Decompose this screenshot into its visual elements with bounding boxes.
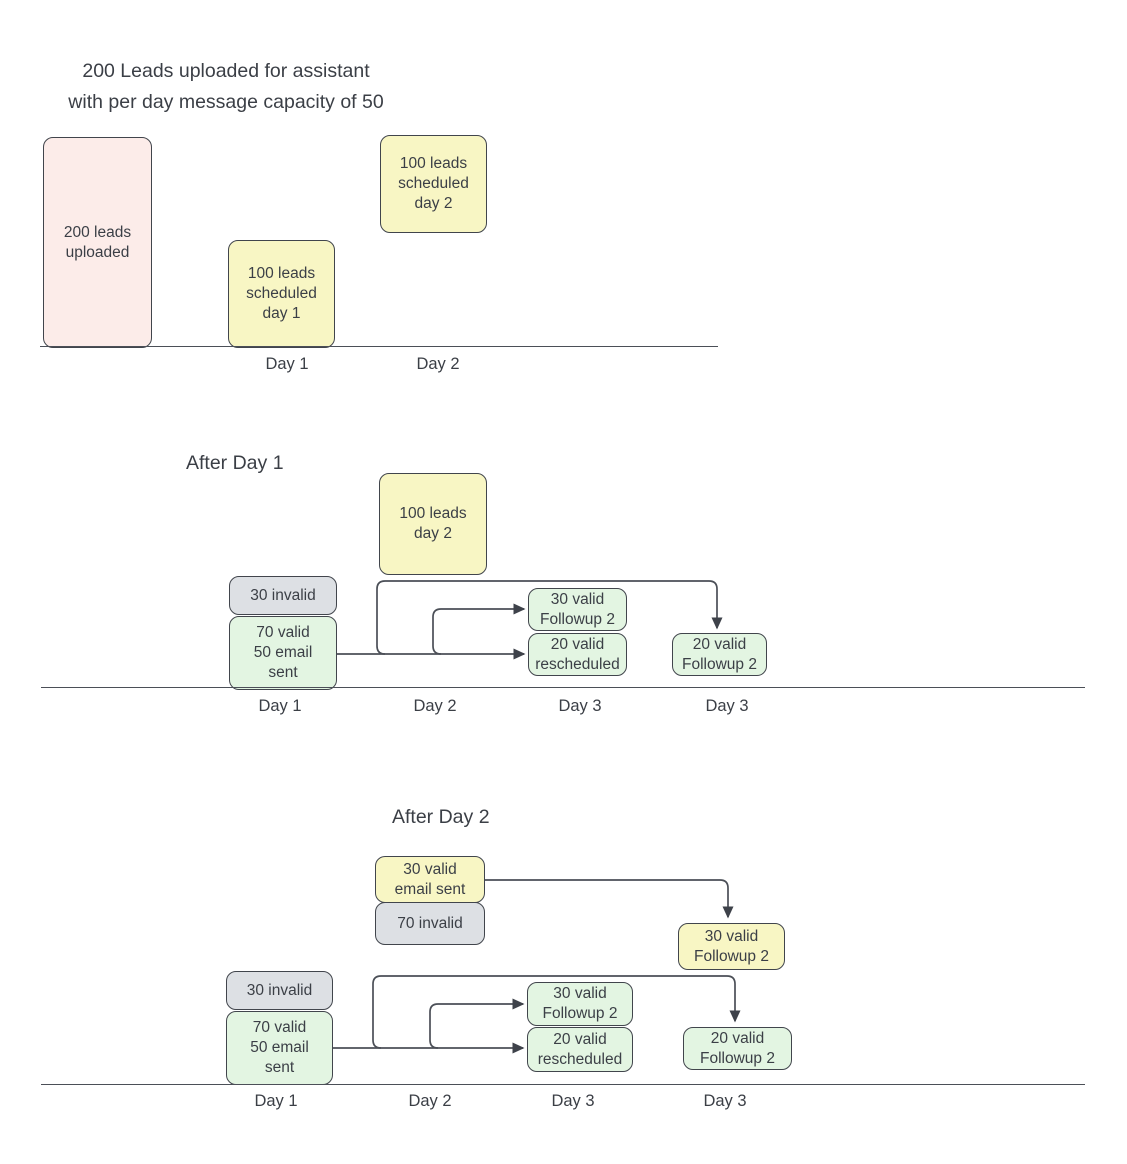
timeline-after-day2 (41, 1084, 1085, 1085)
after-day-2-title: After Day 2 (392, 806, 490, 828)
box-20-valid-rescheduled-day1: 20 valid rescheduled (528, 633, 627, 676)
box-20-valid-followup2-day1: 20 valid Followup 2 (672, 633, 767, 676)
axis-label-day2: Day 2 (408, 1092, 452, 1110)
axis-label-day3: Day 3 (551, 1092, 595, 1110)
box-70-invalid-day2: 70 invalid (375, 902, 485, 945)
box-20-valid-followup2-day2: 20 valid Followup 2 (683, 1027, 792, 1070)
box-30-valid-followup2-day1: 30 valid Followup 2 (528, 588, 627, 631)
box-100-leads-day2: 100 leads day 2 (379, 473, 487, 575)
axis-label-day1: Day 1 (258, 697, 302, 715)
axis-label-day1: Day 1 (254, 1092, 298, 1110)
box-30-invalid-day1: 30 invalid (229, 576, 337, 615)
timeline-upload (40, 346, 718, 347)
box-100-leads-scheduled-day2: 100 leads scheduled day 2 (380, 135, 487, 233)
after-day-1-title: After Day 1 (186, 452, 284, 474)
box-70-valid-50-sent-day2: 70 valid 50 email sent (226, 1011, 333, 1085)
axis-label-day3: Day 3 (558, 697, 602, 715)
axis-label-day2: Day 2 (413, 697, 457, 715)
box-30-invalid-day2: 30 invalid (226, 971, 333, 1010)
box-20-valid-rescheduled-day2: 20 valid rescheduled (527, 1027, 633, 1072)
box-100-leads-scheduled-day1: 100 leads scheduled day 1 (228, 240, 335, 348)
arrow-emailsent30-to-followup30-day2 (485, 879, 734, 919)
axis-label-day3b: Day 3 (703, 1092, 747, 1110)
box-200-leads-uploaded: 200 leads uploaded (43, 137, 152, 348)
box-70-valid-50-sent-day1: 70 valid 50 email sent (229, 616, 337, 690)
arrow-valid70-to-followup30-day1 (432, 603, 526, 655)
timeline-after-day1 (41, 687, 1085, 688)
axis-label-day3b: Day 3 (705, 697, 749, 715)
box-30-valid-email-sent-day2: 30 valid email sent (375, 856, 485, 903)
box-30-valid-followup2-yellow-day2: 30 valid Followup 2 (678, 923, 785, 970)
axis-label-day2: Day 2 (416, 355, 460, 373)
main-title: 200 Leads uploaded for assistant with pe… (68, 60, 384, 114)
arrow-valid70-to-followup30-day2 (429, 998, 525, 1049)
axis-label-day1: Day 1 (265, 355, 309, 373)
box-30-valid-followup2-day2: 30 valid Followup 2 (527, 982, 633, 1026)
